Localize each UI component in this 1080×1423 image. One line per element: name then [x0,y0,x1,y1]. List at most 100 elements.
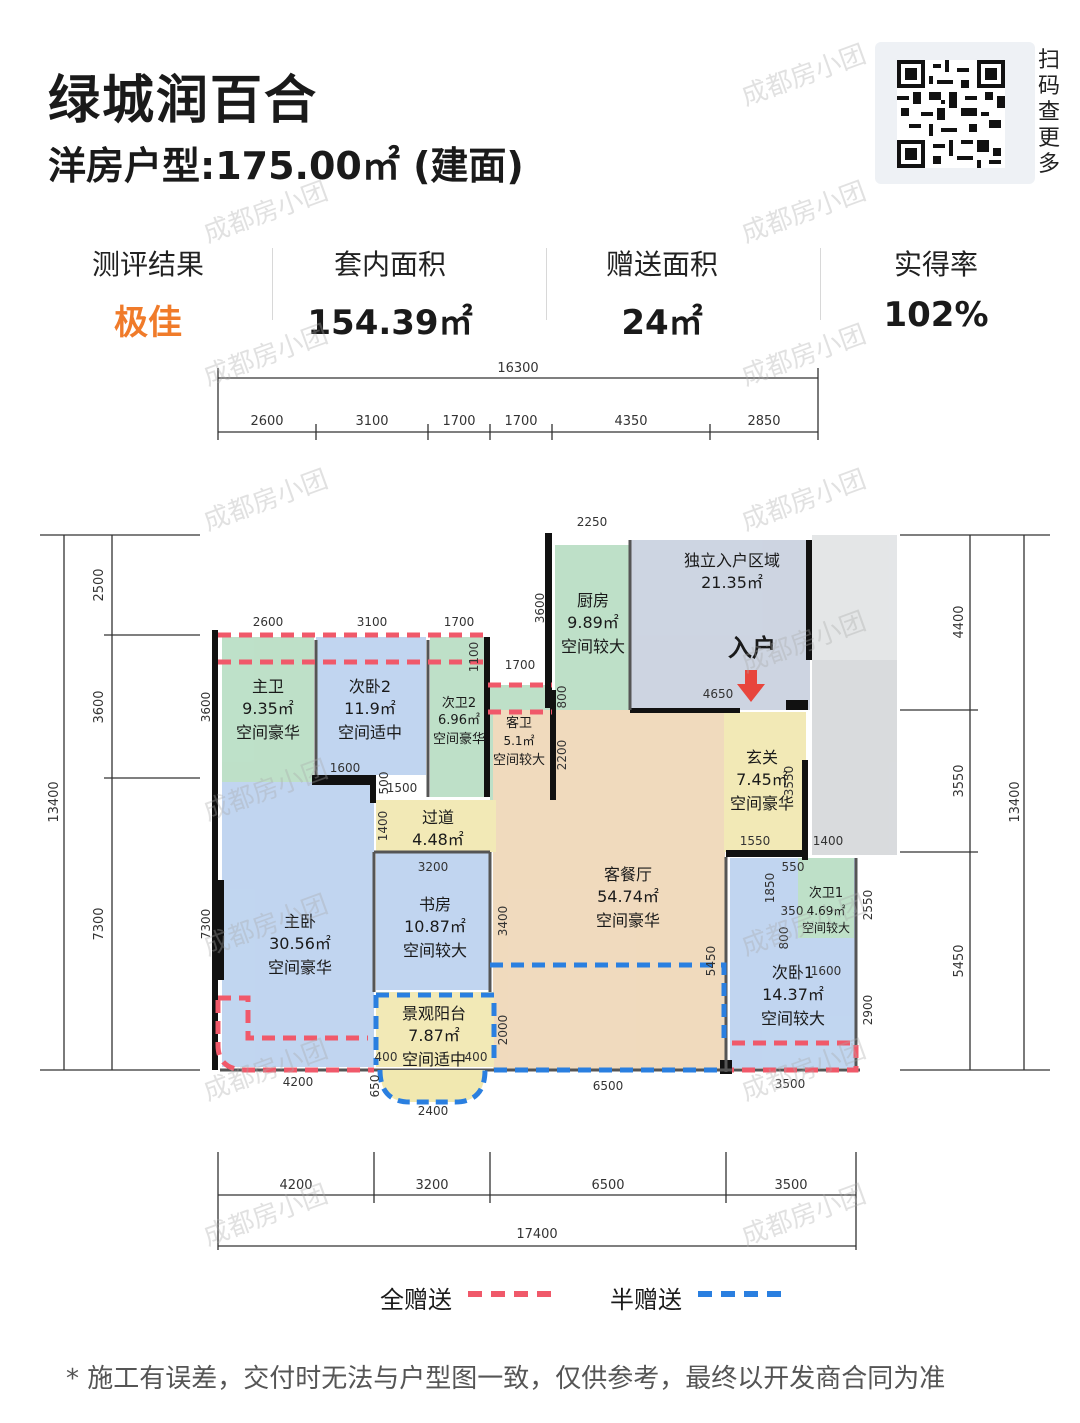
disclaimer: * 施工有误差，交付时无法与户型图一致，仅供参考，最终以开发商合同为准 [66,1364,946,1394]
dim-left-seg: 3600 [92,690,107,723]
stat-inner-area-label: 套内面积 [333,248,446,281]
room-guest-bath-note: 空间较大 [493,753,545,768]
dim-inner: 3600 [199,692,213,723]
room-bedroom1-area: 14.37㎡ [762,985,824,1004]
page-title: 绿城润百合 [48,71,319,131]
room-study-area: 10.87㎡ [404,917,466,936]
half-gift-zones [373,962,727,1073]
room-hallway-area: 4.48㎡ [412,830,464,849]
room-bath2-name: 次卫2 [442,695,476,711]
room-fills [222,535,897,1070]
room-study-name: 书房 [419,895,451,914]
stat-divider [820,248,821,320]
dim-inner: 2250 [577,515,608,529]
room-guest-bath-name: 客卫 [506,715,532,731]
watermark: 成都房小团 [737,606,871,680]
room-living-note: 空间豪华 [596,911,660,930]
dim-inner: 500 [377,772,391,795]
dim-top-seg: 4350 [614,414,647,429]
dim-top-seg: 1700 [504,414,537,429]
watermark: 成都房小团 [737,1034,871,1108]
dim-inner: 2200 [555,740,569,771]
dim-inner: 550 [782,860,805,874]
dim-inner: 4650 [703,687,734,701]
qr-code[interactable] [875,42,1035,184]
dim-inner: 1700 [505,658,536,672]
watermark: 成都房小团 [199,889,333,963]
dim-inner: 1850 [763,873,777,904]
room-bedroom1-name: 次卧1 [772,963,814,982]
room-master-bath-note: 空间豪华 [236,723,300,742]
thin-walls [220,540,860,1072]
dim-left-total: 13400 [47,781,62,822]
dim-inner: 1500 [387,781,418,795]
dim-top-seg: 1700 [442,414,475,429]
room-bath2-note: 空间豪华 [433,731,485,747]
dim-bottom-seg: 3500 [774,1178,807,1193]
dim-inner: 400 [375,1050,398,1064]
room-foyer-name: 玄关 [746,748,778,767]
room-hallway-name: 过道 [422,808,454,827]
dim-inner: 1550 [740,834,771,848]
dim-inner: 3100 [357,615,388,629]
dim-inner: 650 [368,1075,382,1098]
dim-right-seg: 5450 [952,944,967,977]
dim-inner: 1400 [376,811,390,842]
dim-bottom-seg: 3200 [415,1178,448,1193]
dim-left-seg: 7300 [92,907,107,940]
stat-rate-value: 102% [883,295,989,335]
dim-left-seg: 2500 [92,568,107,601]
dim-inner: 800 [555,686,569,709]
dim-inner: 1600 [330,761,361,775]
room-labels: 主卫 9.35㎡ 空间豪华 次卧2 11.9㎡ 空间适中 次卫2 6.96㎡ 空… [236,551,850,1069]
room-entry-zone-area: 21.35㎡ [701,573,763,592]
stat-inner-area: 套内面积 154.39㎡ [290,243,490,344]
room-kitchen-area: 9.89㎡ [567,613,619,632]
stat-rating-label: 测评结果 [91,248,204,281]
dim-inner: 2000 [496,1015,510,1046]
stat-gift-area: 赠送面积 24㎡ [562,243,762,344]
room-master-bath-area: 9.35㎡ [242,699,294,718]
room-bath2-area: 6.96㎡ [438,713,480,728]
room-bedroom2-area: 11.9㎡ [344,699,396,718]
legend-full-gift: 全赠送 [380,1286,452,1314]
stat-inner-area-value: 154.39㎡ [307,303,473,343]
watermark: 成都房小团 [737,176,871,250]
dim-inner: 6500 [593,1079,624,1093]
dim-inner: 400 [465,1050,488,1064]
dim-bottom-total: 17400 [516,1227,557,1242]
dim-top-total: 16300 [497,361,538,376]
dim-inner: 3550 [782,766,796,797]
stat-gift-area-value: 24㎡ [621,303,703,343]
dimension-lines [40,368,1050,1250]
dim-inner: 1400 [813,834,844,848]
watermark: 成都房小团 [737,464,871,538]
dim-inner: 3600 [533,593,547,624]
watermark: 成都房小团 [199,1179,333,1253]
legend-half-gift: 半赠送 [610,1286,682,1314]
dim-inner: 2600 [253,615,284,629]
room-master-bath-name: 主卫 [252,677,284,696]
stat-rating-value: 极佳 [114,303,182,343]
stat-rate-label: 实得率 [893,248,978,281]
room-entry-zone-name: 独立入户区域 [684,551,780,570]
room-bedroom2-note: 空间适中 [338,723,402,742]
full-gift-zones [215,632,859,1073]
room-foyer-note: 空间豪华 [730,794,794,813]
watermark: 成都房小团 [737,1179,871,1253]
room-study-note: 空间较大 [403,941,467,960]
stat-divider [546,248,547,320]
watermark: 成都房小团 [737,889,871,963]
dim-right-seg: 3550 [952,764,967,797]
room-balcony-note: 空间适中 [402,1050,466,1069]
stat-rate: 实得率 102% [836,243,1036,335]
watermark: 成都房小团 [199,464,333,538]
dim-inner: 2900 [861,995,875,1026]
dim-right-total: 13400 [1008,781,1023,822]
room-living-name: 客餐厅 [604,865,652,884]
stat-rating: 测评结果 极佳 [48,243,248,344]
dim-inner: 3200 [418,860,449,874]
room-master-bedroom-note: 空间豪华 [268,958,332,977]
